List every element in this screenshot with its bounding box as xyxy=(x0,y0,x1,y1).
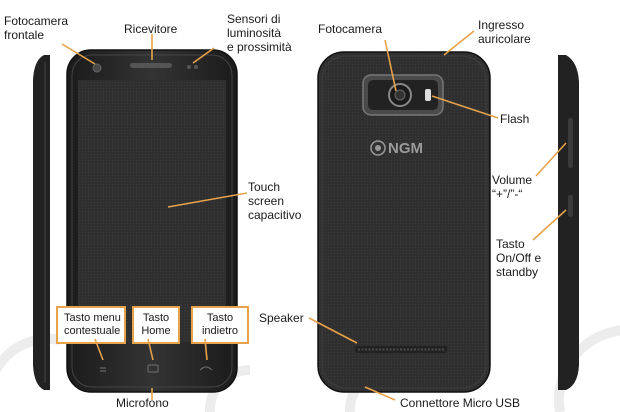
callout-home-key: Tasto Home xyxy=(132,306,180,344)
menu-key-glyph xyxy=(100,367,106,372)
right-side-view xyxy=(558,55,579,390)
label-sensors: Sensori di luminosità e prossimità xyxy=(227,12,292,54)
label-headphone-jack: Ingresso auricolare xyxy=(478,18,531,46)
left-side-view xyxy=(33,55,50,390)
touchscreen-display xyxy=(78,80,226,342)
power-key xyxy=(568,195,573,217)
label-microphone: Microfono xyxy=(116,396,169,410)
callout-lines xyxy=(61,30,567,401)
callout-menu-key: Tasto menu contestuale xyxy=(56,306,126,344)
home-key-glyph xyxy=(147,364,159,373)
label-power-key: Tasto On/Off e standby xyxy=(496,237,542,279)
label-usb: Connettore Micro USB xyxy=(400,396,521,410)
brand-text: NGM xyxy=(388,140,423,157)
back-phone: NGM xyxy=(317,51,491,393)
front-camera-lens xyxy=(92,63,102,73)
label-flash: Flash xyxy=(500,112,530,126)
sensor-dot xyxy=(194,65,198,69)
sensor-dot xyxy=(187,65,191,69)
label-receiver: Ricevitore xyxy=(124,22,178,36)
label-speaker: Speaker xyxy=(259,311,304,325)
speaker-grille xyxy=(355,346,447,353)
volume-rocker xyxy=(568,118,573,168)
label-touchscreen: Touch screen capacitivo xyxy=(248,180,302,222)
receiver-grille xyxy=(130,63,172,68)
back-key-glyph xyxy=(199,366,213,371)
label-rear-camera: Fotocamera xyxy=(318,22,383,36)
flash-led xyxy=(425,89,431,101)
label-volume: Volume “+”/”-“ xyxy=(492,173,533,201)
ngm-logo xyxy=(370,140,386,156)
callout-back-key: Tasto indietro xyxy=(191,306,249,344)
label-front-camera: Fotocamera frontale xyxy=(4,14,69,42)
